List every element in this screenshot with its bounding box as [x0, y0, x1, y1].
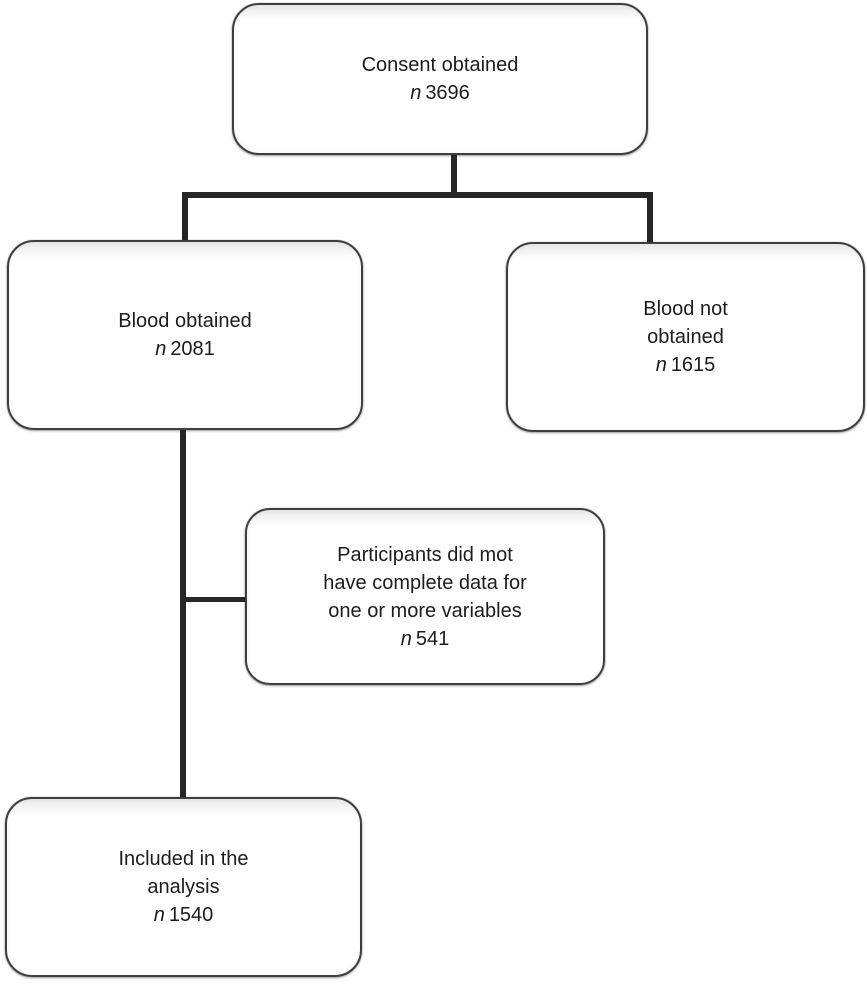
node-text-line: Participants did mot [337, 543, 513, 566]
node-text-line: Blood obtained [118, 310, 252, 332]
n-symbol: n [153, 904, 165, 926]
n-symbol: n [410, 82, 422, 104]
node-text-line: Blood not [643, 298, 728, 320]
node-text-line: Consent obtained [361, 54, 519, 76]
n-symbol: n [400, 627, 412, 650]
node-text-line: obtained [647, 326, 724, 348]
connector-right-drop [647, 192, 653, 244]
connector-branch-bar [182, 192, 653, 198]
n-symbol: n [655, 354, 667, 376]
n-symbol: n [155, 338, 167, 360]
n-value: 541 [415, 627, 450, 650]
n-value: 1615 [670, 354, 716, 376]
n-value: 3696 [425, 82, 470, 104]
node-text-line: Included in the [118, 848, 249, 870]
node-text-line: have complete data for [323, 571, 527, 594]
connector-blood-to-included [180, 428, 186, 799]
n-value: 1540 [168, 904, 214, 926]
connector-exclusion-branch [180, 597, 247, 602]
connector-consent-stub [451, 148, 457, 198]
node-text-line: analysis [147, 876, 220, 898]
node-text-line: one or more variables [328, 599, 522, 622]
n-value: 2081 [170, 338, 215, 360]
connector-left-drop [182, 192, 188, 242]
flow-node-incomplete-data: Participants did mot have complete data … [245, 508, 605, 685]
